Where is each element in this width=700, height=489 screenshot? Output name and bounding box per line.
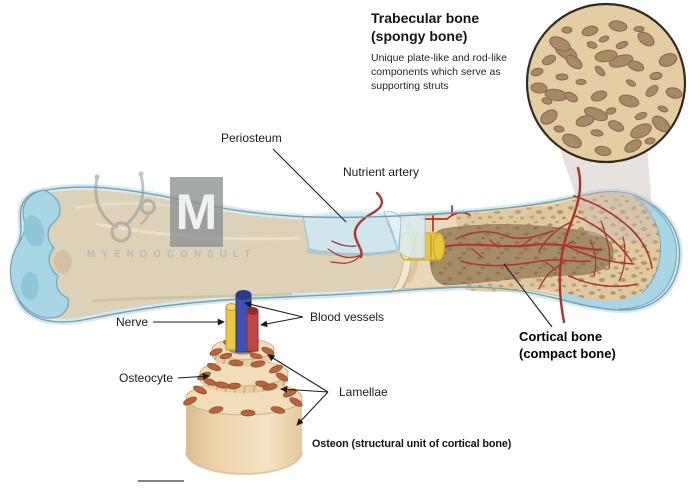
- cartilage-left: [9, 189, 69, 319]
- lamellae-leader-line-1: [267, 354, 329, 393]
- trabecular-inset-circle: [525, 2, 687, 164]
- epiphysis-vessels: [538, 166, 653, 324]
- trabecular-texture: [530, 20, 683, 157]
- lamellae-leader-line-2: [280, 386, 329, 393]
- blood-vessels-leader-line-2: [260, 316, 304, 328]
- watermark-text: MYENDOCONSULT: [87, 249, 257, 260]
- cortical-text-block: Cortical bone (compact bone): [519, 329, 616, 363]
- label-nerve: Nerve: [116, 315, 149, 329]
- trabecular-description: Unique plate-like and rod-like component…: [371, 52, 507, 93]
- trabecular-desc-line3: supporting struts: [371, 79, 449, 92]
- nutrient-artery-vessel: [327, 191, 384, 264]
- periosteum-leader-line: [272, 148, 347, 223]
- label-lamellae: Lamellae: [339, 385, 388, 399]
- m-logo: M: [170, 177, 223, 247]
- long-bone: [9, 184, 683, 325]
- trabecular-title-line1: Trabecular bone: [371, 10, 480, 26]
- cortical-title-line2: (compact bone): [519, 345, 616, 361]
- trabecular-desc-line1: Unique plate-like and rod-like: [371, 52, 507, 65]
- label-nutrient-artery: Nutrient artery: [343, 165, 420, 179]
- trabecular-desc-line2: components which serve as: [371, 66, 501, 79]
- trabecular-title-line2: (spongy bone): [371, 28, 468, 45]
- cortical-title-line1: Cortical bone: [519, 329, 603, 344]
- label-periosteum: Periosteum: [221, 131, 282, 145]
- lamellae-leader-line-3: [296, 391, 329, 426]
- cortical-leader-line: [503, 263, 553, 328]
- osteon-diagram: [183, 290, 303, 475]
- leader-lines: [138, 148, 553, 482]
- cartilage-right: [562, 195, 678, 310]
- periosteum-flap: [302, 209, 426, 259]
- m-logo-letter: M: [175, 184, 218, 240]
- trabecular-text-block: Trabecular bone (spongy bone) Unique pla…: [371, 9, 507, 93]
- blood-vessels-leader-line-1: [244, 301, 304, 318]
- label-osteocyte: Osteocyte: [119, 371, 174, 385]
- osteocyte-leader-line: [177, 373, 210, 380]
- marrow-cavity: [429, 224, 614, 286]
- nerve-tube: [225, 303, 238, 351]
- medullary-vessels: [420, 205, 603, 271]
- stethoscope-icon: [94, 171, 156, 243]
- blood-vessel-tube-red: [246, 307, 259, 352]
- label-blood-vessels: Blood vessels: [310, 310, 385, 324]
- label-osteon-caption: Osteon (structural unit of cortical bone…: [312, 438, 512, 450]
